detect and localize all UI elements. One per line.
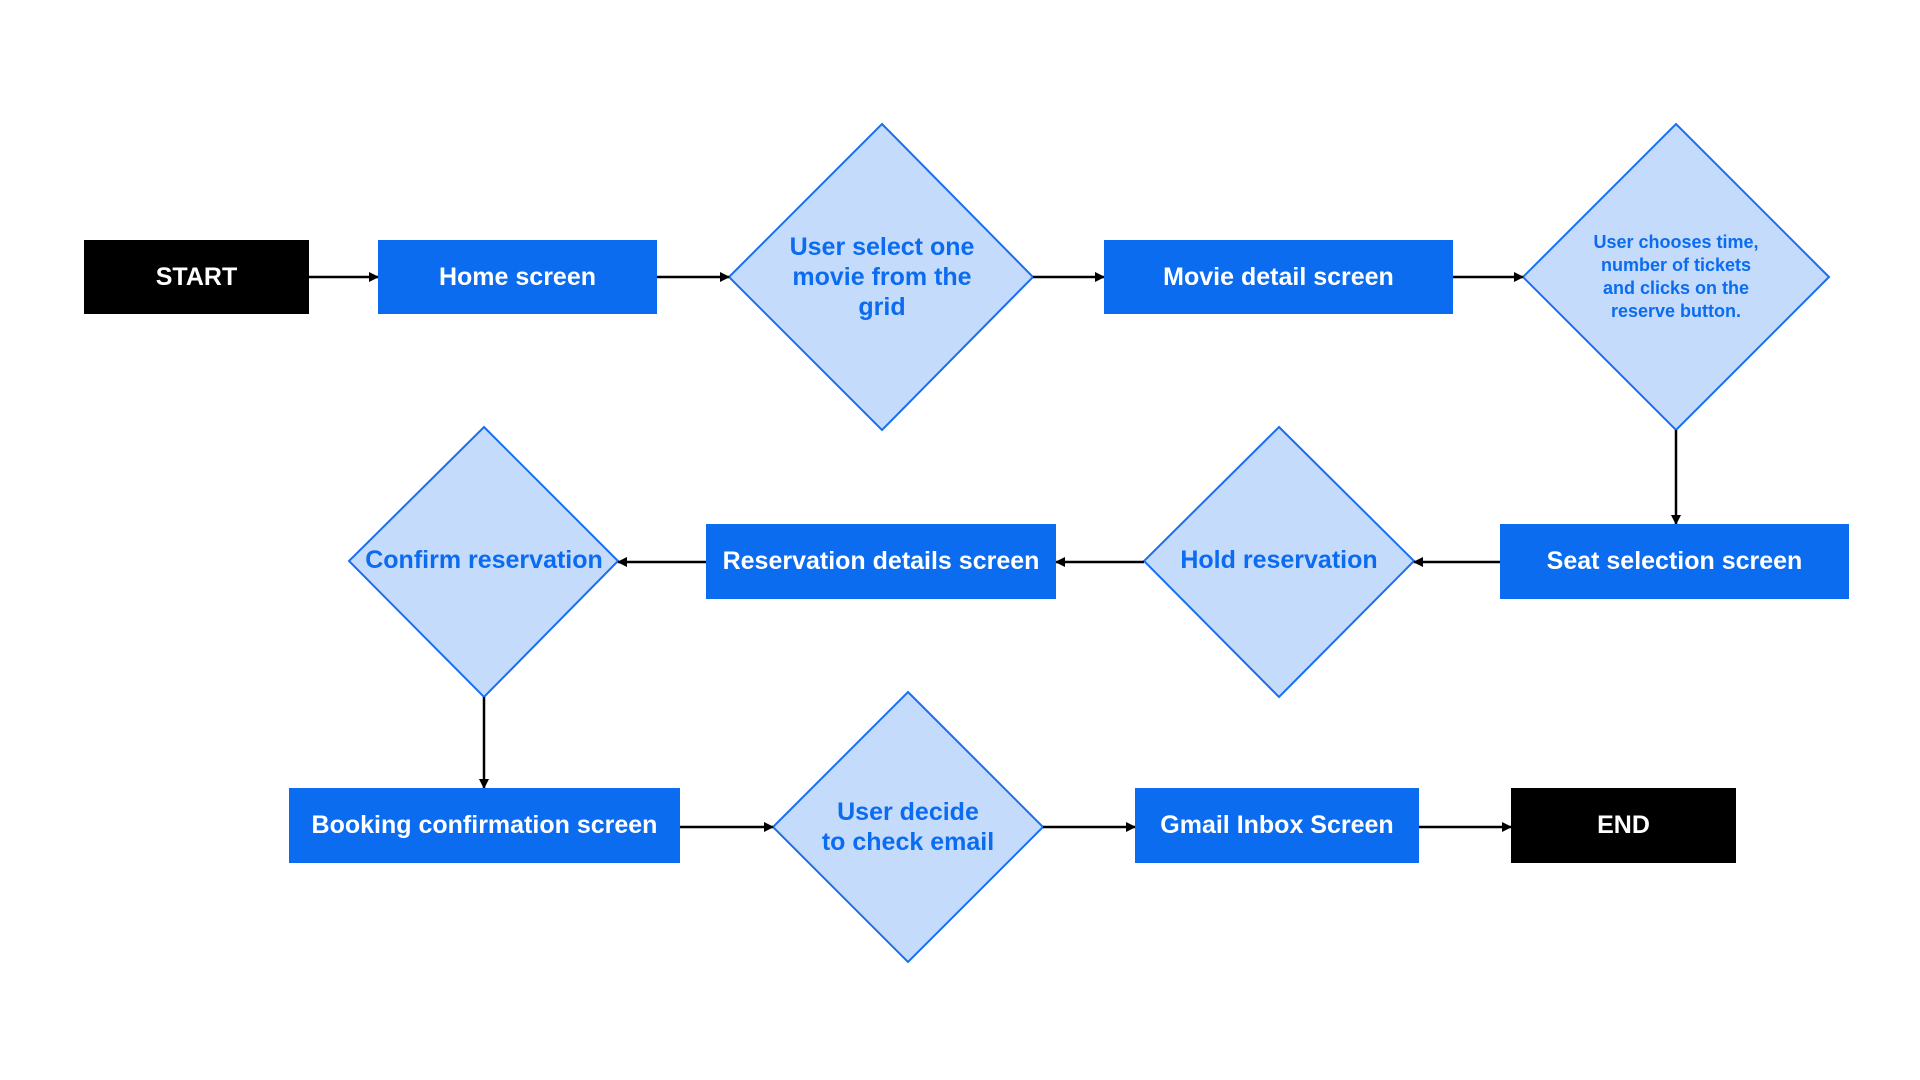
- decision-confirm-reservation-label: Confirm reservation: [365, 546, 603, 574]
- decision-select-movie-label: User select one movie from the grid: [789, 233, 975, 321]
- decision-choose-time-label: User chooses time, number of tickets and…: [1593, 232, 1759, 321]
- decision-select-movie-shape: [727, 122, 1035, 432]
- decision-hold-reservation-label: Hold reservation: [1180, 546, 1378, 574]
- home-screen-node: Home screen: [378, 240, 657, 314]
- gmail-inbox-screen-node: Gmail Inbox Screen: [1135, 788, 1419, 863]
- end-terminal: END: [1511, 788, 1736, 863]
- decision-check-email-shape: [771, 690, 1045, 964]
- movie-detail-screen-node: Movie detail screen: [1104, 240, 1453, 314]
- decision-hold-reservation-shape: [1142, 425, 1416, 699]
- decision-check-email-label: User decide to check email: [821, 798, 995, 856]
- reservation-details-screen-node: Reservation details screen: [706, 524, 1056, 599]
- booking-confirmation-screen-node: Booking confirmation screen: [289, 788, 680, 863]
- start-terminal: START: [84, 240, 309, 314]
- seat-selection-screen-node: Seat selection screen: [1500, 524, 1849, 599]
